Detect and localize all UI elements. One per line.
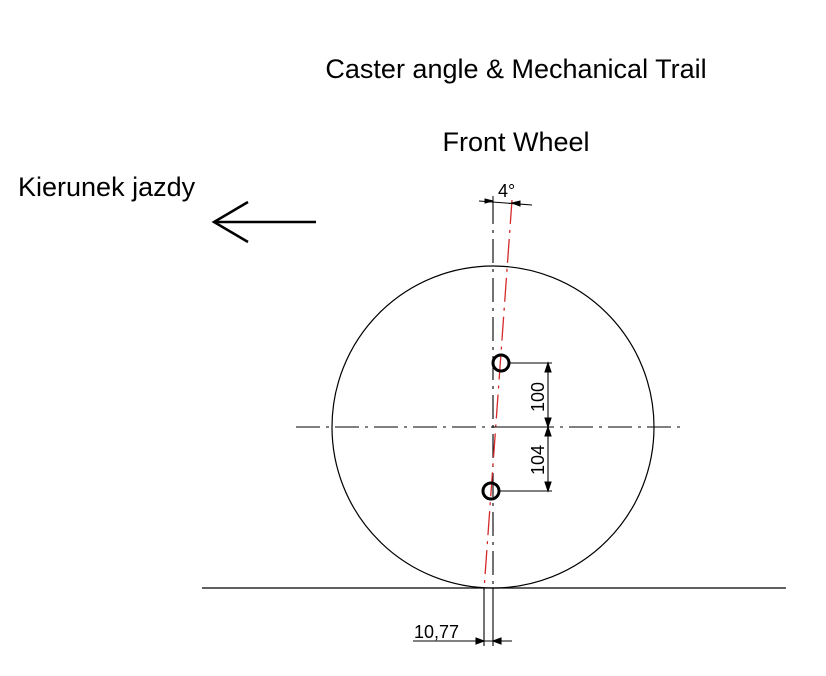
angle-dimension <box>478 196 533 208</box>
direction-arrow-icon <box>211 200 316 244</box>
diagram-subtitle: Front Wheel <box>442 127 589 157</box>
lower-offset-value: 104 <box>528 445 548 475</box>
lower-offset-dimension <box>499 425 552 493</box>
diagram-title: Caster angle & Mechanical Trail <box>325 54 706 84</box>
trail-dimension <box>413 588 512 646</box>
steering-axis-line <box>483 199 513 591</box>
upper-offset-dimension <box>493 361 552 429</box>
upper-offset-value: 100 <box>528 382 548 412</box>
trail-value: 10,77 <box>414 622 459 642</box>
angle-value: 4° <box>498 181 515 201</box>
direction-label: Kierunek jazdy <box>18 172 196 202</box>
